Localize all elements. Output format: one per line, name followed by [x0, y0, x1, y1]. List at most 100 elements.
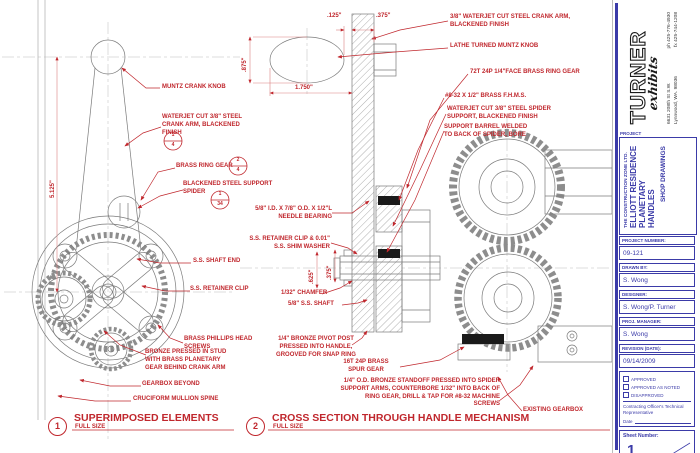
disapproved-label: DISAPPROVED [631, 392, 664, 398]
project-box-content: THE CONSTRUCTION ZONE LTD. ELLIOTT RESID… [624, 140, 667, 228]
label-ss-shaft: 5/8" S.S. SHAFT [288, 301, 334, 307]
dim-125: .125" [327, 13, 342, 19]
logo-exhibits: exhibits [646, 55, 660, 112]
dim-875: .875" [242, 57, 248, 72]
callout-3-bottom: 34 [217, 201, 223, 207]
gear-lower-teeth [454, 244, 562, 352]
dimension-lines [55, 26, 375, 293]
company-contact: 6631 208th St S.W. ph 425-776-4930 Lynnw… [667, 12, 680, 124]
callout-3-top: 1 [218, 191, 222, 197]
field-value-revision-date: 09/14/2009 [619, 354, 695, 368]
label-spider-support: WATERJET CUT 3/8" STEEL SPIDER SUPPORT, … [447, 106, 551, 120]
crank-knob-circle [90, 39, 126, 75]
approved-as-noted-label: APPROVED AS NOTED [631, 384, 681, 390]
field-value-proj-manager: S. Wong [619, 327, 695, 341]
planetary-gear-left [35, 270, 93, 328]
field-value-designer: S. Wong/P. Turner [619, 300, 695, 314]
label-bronze-stud: BRONZE PRESSED IN STUD WITH BRASS PLANET… [145, 349, 227, 371]
view1-geometry [31, 39, 185, 372]
callout-2-top: 2 [236, 157, 240, 163]
field-label-drawn-by: DRAWN BY: [619, 263, 695, 272]
section-solid-fills [378, 196, 504, 344]
label-existing-gearbox: EXISTING GEARBOX [523, 407, 584, 413]
label-shim-washer: S.S. RETAINER CLIP & 0.01" S.S. SHIM WAS… [249, 236, 330, 250]
titleblock-form: PROJECT NUMBER: 09-121 DRAWN BY: S. Wong… [619, 236, 695, 453]
label-muntz-crank-knob: MUNTZ CRANK KNOB [162, 84, 226, 90]
leader-lines [57, 20, 534, 412]
label-pivot-post: 1/4" BRONZE PIVOT POST PRESSED INTO HAND… [276, 336, 356, 358]
dim-5-125: 5.125" [50, 180, 56, 198]
label-chamfer: 1/32" CHAMFER [281, 290, 328, 296]
label-ss-shaft-end: S.S. SHAFT END [193, 258, 241, 264]
field-label-project-number: PROJECT NUMBER: [619, 236, 695, 245]
spur-gear-section [462, 334, 504, 344]
label-72t-ring-gear: 72T 24P 1/4"FACE BRASS RING GEAR [470, 69, 580, 75]
approved-as-noted-checkbox [623, 384, 629, 390]
label-gearbox-beyond: GEARBOX BEYOND [142, 381, 200, 387]
sheet-number-label: Sheet Number: [623, 432, 659, 439]
shaft-end-circle [107, 195, 141, 229]
needle-bearing-upper [378, 196, 400, 205]
sheet-number: 1 [627, 441, 636, 453]
view2-title: CROSS SECTION THROUGH HANDLE MECHANISM [272, 412, 530, 424]
label-spur-gear: 16T 24P BRASS SPUR GEAR [343, 359, 389, 373]
disapproved-checkbox [623, 392, 629, 398]
label-support-spider: BLACKENED STEEL SUPPORT SPIDER [183, 181, 273, 195]
label-fhms: #8-32 X 1/2" BRASS F.H.M.S. [445, 93, 527, 99]
field-label-proj-manager: PROJ. MANAGER: [619, 317, 695, 326]
field-label-revision-date: REVISION (DATE): [619, 344, 695, 353]
date-label: Date [623, 418, 633, 424]
view1-title: SUPERIMPOSED ELEMENTS [74, 412, 219, 424]
dim-1750: 1.750" [295, 85, 313, 91]
approved-checkbox [623, 376, 629, 382]
callout-2-bottom: 4 [236, 167, 240, 173]
ring-gear-teeth [48, 232, 168, 352]
drawing-geometry-svg [2, 0, 612, 442]
label-needle-bearing: 5/8" I.D. X 7/8" O.D. X 1/2"L NEEDLE BEA… [255, 206, 332, 220]
view1-scale: FULL SIZE [75, 424, 106, 430]
view2-scale: FULL SIZE [273, 424, 304, 430]
sheet-number-box: Sheet Number: 1 5 OF [619, 429, 695, 453]
label-support-barrel: SUPPORT BARREL WELDED TO BACK OF SPIDER,… [444, 124, 528, 138]
needle-bearing-lower [378, 249, 400, 258]
label-waterjet-crank-arm: WATERJET CUT 3/8" STEEL CRANK ARM, BLACK… [162, 114, 243, 136]
date-line [634, 419, 691, 424]
address-line2: Lynnwood, WA. 98036 [673, 76, 679, 124]
callout-1-top: 1 [171, 132, 175, 138]
label-lathe-knob: LATHE TURNED MUNTZ KNOB [450, 43, 539, 49]
dim-625: .625" [309, 269, 315, 284]
callout-circles-and-title-rules [72, 131, 610, 431]
gearbox-plate [537, 325, 612, 363]
fax: fx 425-744-1208 [673, 12, 679, 47]
project-type: SHOP DRAWINGS [659, 146, 667, 202]
address-line1: 6631 208th St S.W. [667, 82, 672, 124]
project-box: THE CONSTRUCTION ZONE LTD. ELLIOTT RESID… [619, 137, 697, 235]
label-cruciform-mullion: CRUCIFORM MULLION SPINE [133, 396, 219, 402]
field-label-designer: DESIGNER: [619, 290, 695, 299]
cotr-text: Contracting Officer's Technical Represen… [623, 401, 691, 416]
project-name-line1: ELLIOTT RESIDENCE [629, 145, 638, 228]
label-steel-crank-arm: 3/8" WATERJET CUT STEEL CRANK ARM, BLACK… [450, 14, 571, 28]
view2-bubble: 2 [246, 417, 265, 436]
label-brass-ring-gear: BRASS RING GEAR [176, 163, 233, 169]
ring-gear-outer [31, 215, 185, 369]
titleblock-accent-bar [615, 3, 618, 450]
approval-box: APPROVED APPROVED AS NOTED DISAPPROVED C… [619, 371, 695, 427]
view2-geometry [269, 13, 612, 363]
project-section-label: PROJECT [620, 131, 642, 136]
dim-375: .375" [376, 13, 391, 19]
callout-1-bottom: 4 [171, 142, 175, 148]
dim-375b: .375" [327, 265, 333, 280]
project-name-line2: PLANETARY HANDLES [638, 180, 657, 228]
label-ss-retainer-clip: S.S. RETAINER CLIP [190, 286, 249, 292]
approved-label: APPROVED [631, 376, 657, 382]
titleblock: TURNER exhibits 6631 208th St S.W. ph 42… [612, 0, 700, 453]
sheet-diagonal-line [672, 442, 691, 453]
field-value-project-number: 09-121 [619, 246, 695, 260]
view1-bubble: 1 [48, 417, 67, 436]
phone: ph 425-776-4930 [667, 12, 672, 49]
company-logo: TURNER exhibits [626, 12, 660, 125]
gear-upper-teeth [449, 129, 565, 245]
mullion-spine-lines [37, 0, 46, 420]
